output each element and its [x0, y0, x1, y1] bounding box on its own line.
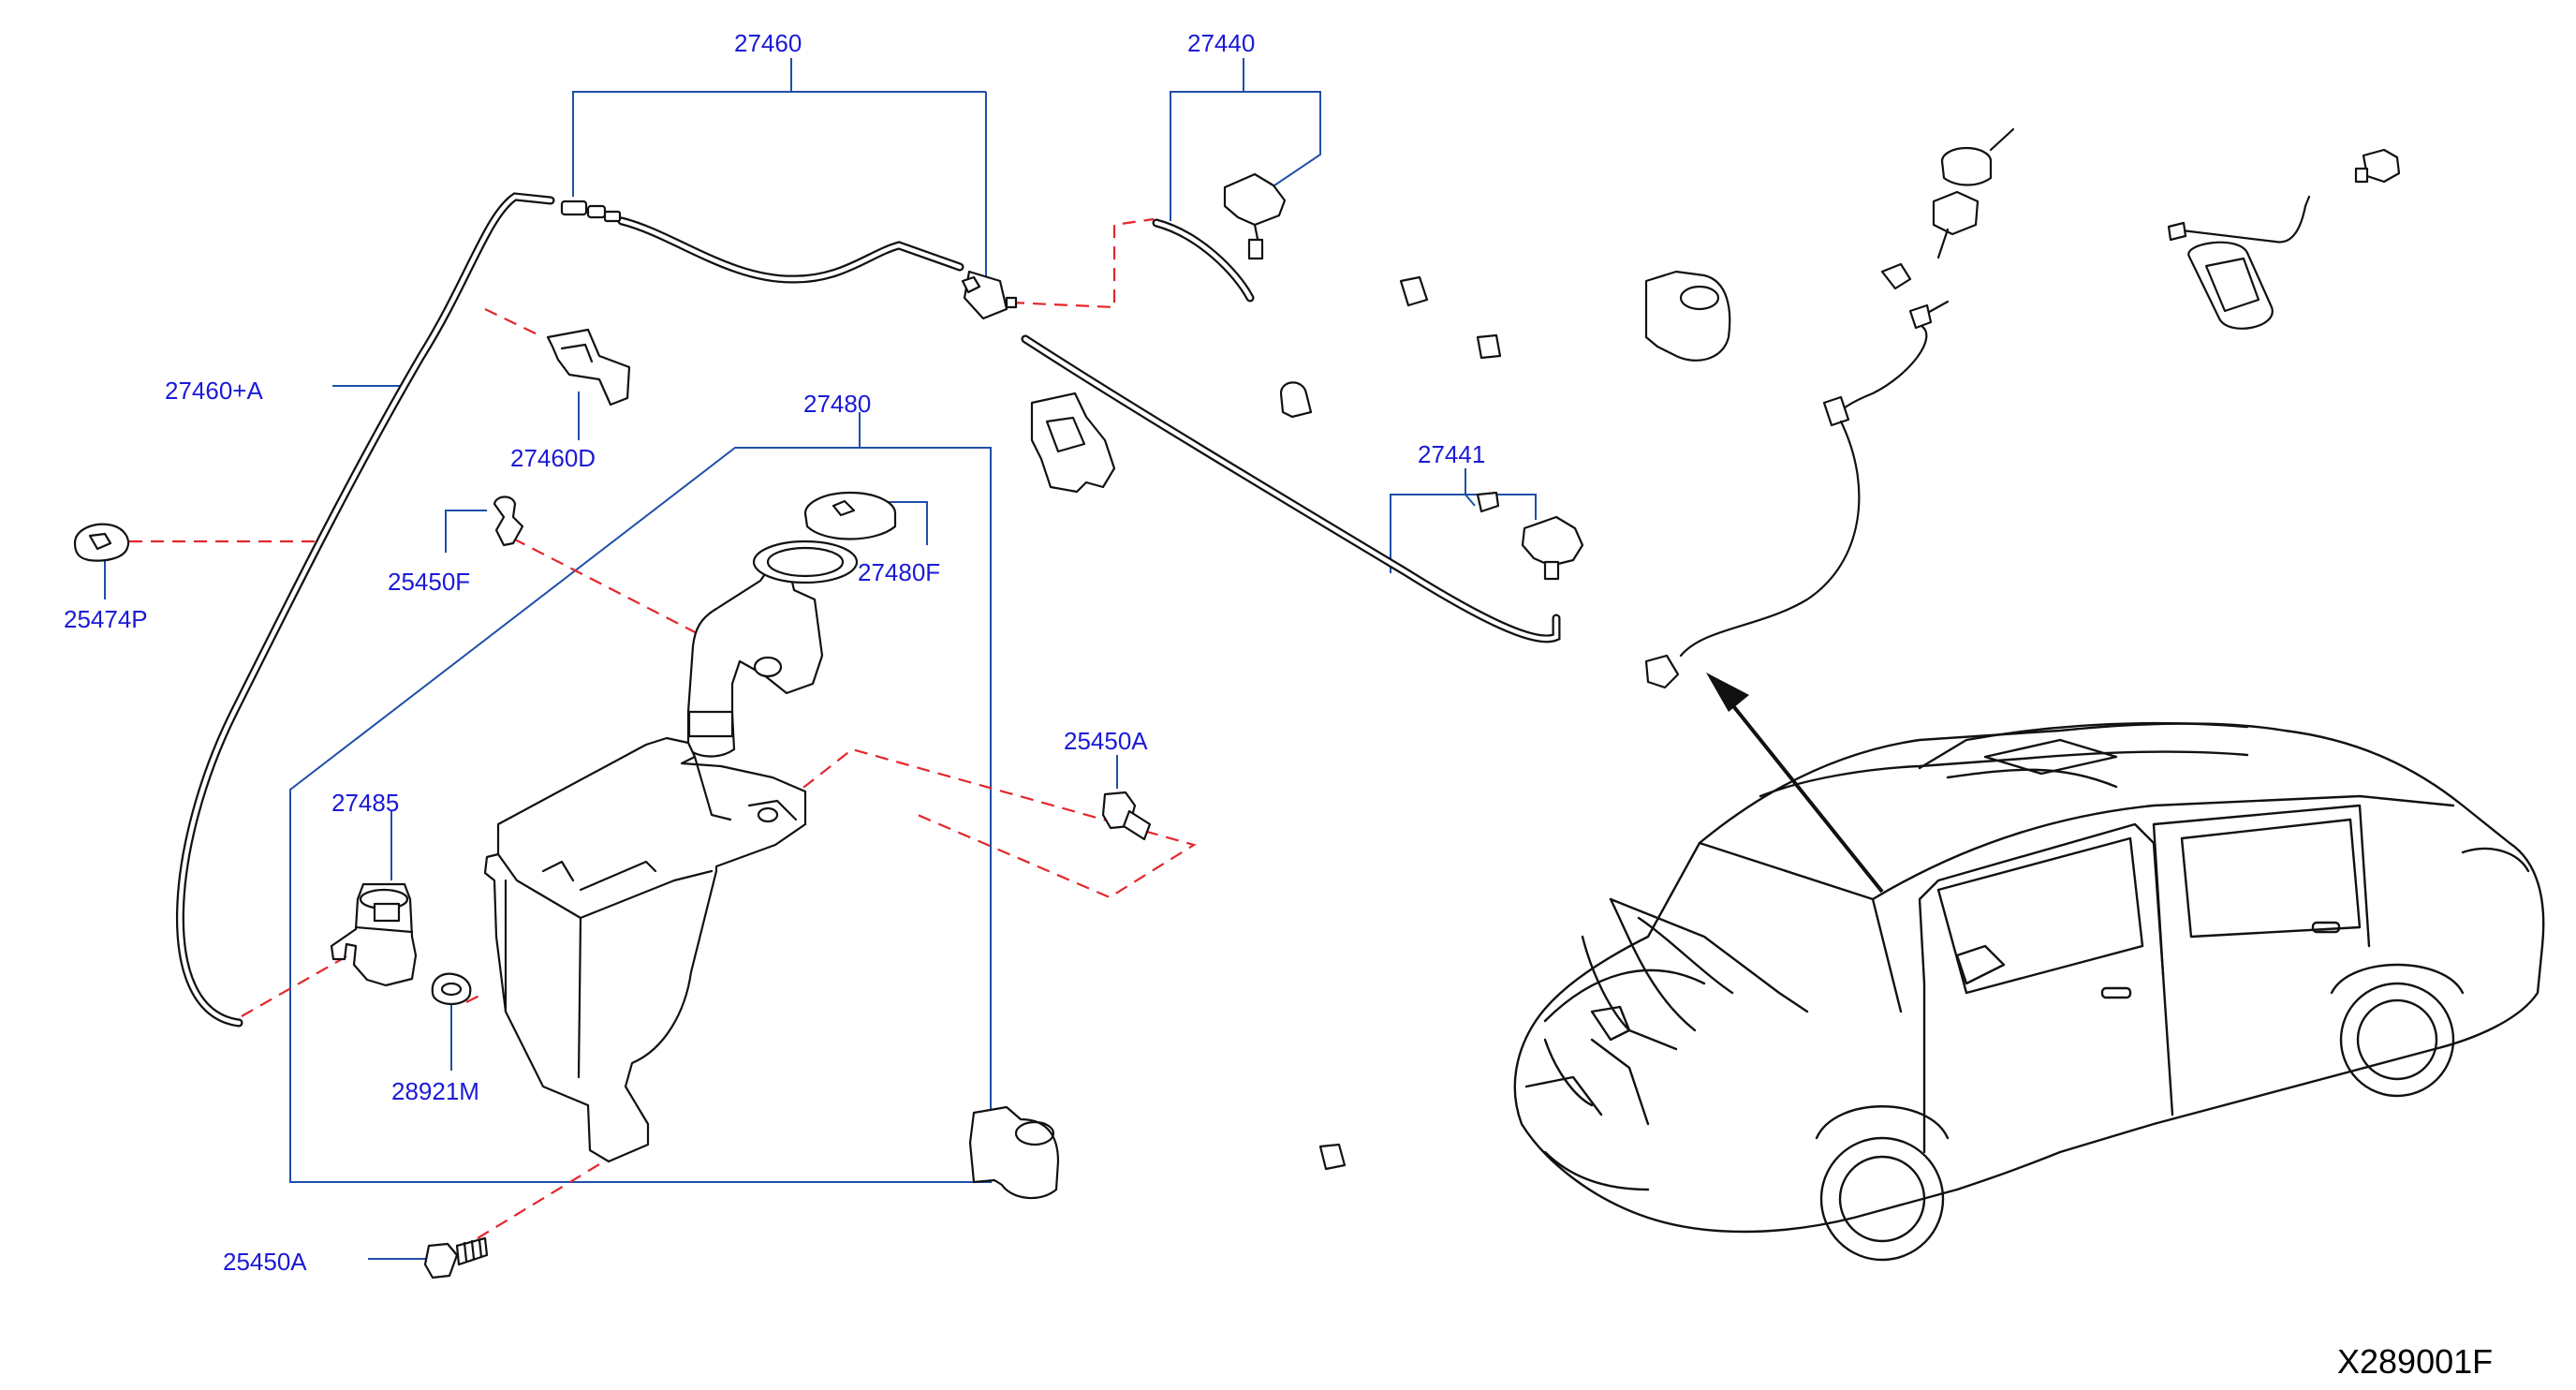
leader-lines — [104, 58, 1537, 1260]
callout-25450f: 25450F — [388, 568, 470, 596]
sensor-right-parts — [1644, 127, 2015, 689]
clip-27460D — [546, 328, 631, 407]
callout-25450a-right: 25450A — [1064, 727, 1148, 755]
pump-27485 — [330, 882, 418, 987]
callout-25450a-bottom: 25450A — [223, 1248, 307, 1276]
callout-27460d: 27460D — [510, 444, 596, 472]
clip-small-27441 — [1476, 491, 1500, 513]
callout-28921m: 28921M — [391, 1077, 479, 1105]
filler-neck — [686, 540, 859, 758]
callout-27441: 27441 — [1418, 440, 1485, 468]
callout-27485: 27485 — [331, 789, 399, 817]
bracket-tank-frame — [968, 1105, 1060, 1200]
callout-25474p: 25474P — [64, 605, 148, 633]
clip-25450F — [493, 495, 524, 547]
small-clips-middle — [1279, 275, 1502, 1171]
callout-27460-a: 27460+A — [165, 377, 263, 405]
direction-arrow — [1706, 673, 1884, 894]
dashed-lines — [129, 217, 1197, 1239]
grommet-right — [2187, 241, 2274, 330]
washer-tank — [483, 736, 807, 1163]
nozzle-right — [2167, 148, 2401, 244]
filler-cap-27480F — [803, 491, 897, 540]
car-illustration — [1513, 721, 2545, 1262]
diagram-code: X289001F — [2337, 1342, 2493, 1381]
callout-27460: 27460 — [734, 29, 802, 57]
bolt-25450A-right — [1101, 791, 1152, 841]
grommet-28921M — [431, 972, 472, 1006]
bolt-25450A-bottom — [423, 1236, 489, 1279]
nozzle-27440 — [1223, 172, 1287, 260]
clip-bracket-center — [1030, 392, 1116, 494]
callout-27440: 27440 — [1187, 29, 1255, 57]
callout-27480f: 27480F — [858, 558, 940, 586]
hose-connector-center — [961, 270, 1018, 320]
callout-labels: 27460 27440 27460+A 27460D 27480 25474P … — [64, 29, 2493, 1381]
washer-hoses — [175, 192, 1561, 1028]
nozzle-27441 — [1521, 515, 1584, 581]
bracket-right-top — [1644, 270, 1731, 362]
hose-joint-left — [560, 200, 622, 223]
grommet-25474P — [73, 523, 130, 562]
callout-27480: 27480 — [803, 390, 871, 418]
